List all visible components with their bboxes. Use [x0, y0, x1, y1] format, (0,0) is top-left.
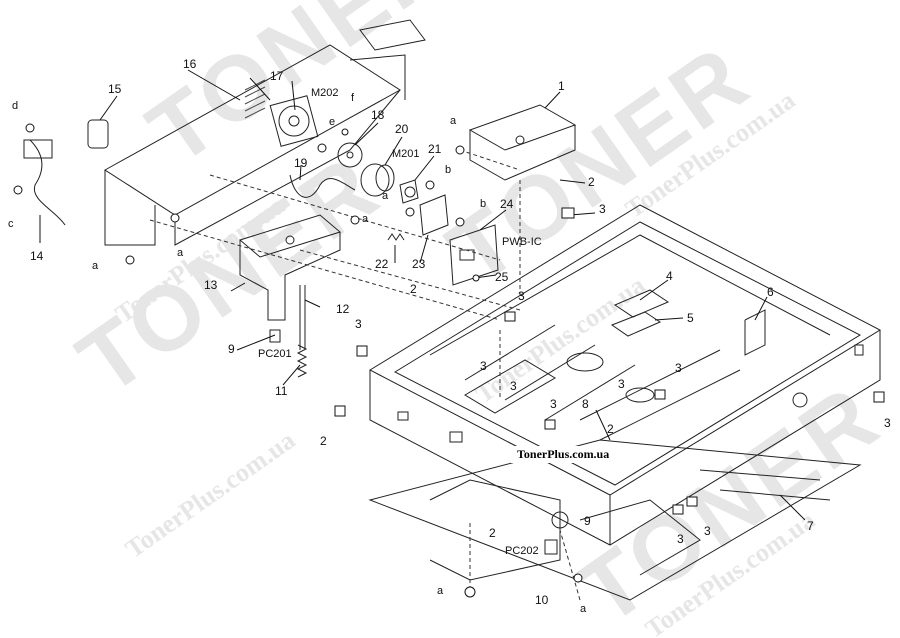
- callout-a3: a: [382, 190, 389, 202]
- callout-7: 7: [807, 519, 814, 533]
- callout-14: 14: [30, 249, 44, 263]
- callout-17: 17: [270, 69, 284, 83]
- callout-9: 9: [228, 342, 235, 356]
- callout-3g: 3: [618, 377, 625, 391]
- callout-a: a: [450, 115, 457, 127]
- callout-10: 10: [535, 593, 549, 607]
- callout-3: 3: [599, 202, 606, 216]
- callout-9b: 9: [584, 514, 591, 528]
- main-frame: [370, 205, 880, 495]
- callout-e: e: [329, 116, 336, 128]
- callout-c: c: [8, 218, 14, 230]
- callout-3e: 3: [510, 379, 517, 393]
- callout-3i: 3: [884, 416, 891, 430]
- label-m202: M202: [311, 87, 339, 99]
- label-pc202: PC202: [505, 545, 539, 557]
- gear-18: [338, 143, 362, 167]
- bottom-plate: [370, 440, 860, 600]
- sensor-pc202: [545, 540, 557, 554]
- fan-duct-16: [105, 45, 400, 215]
- callout-a2: a: [362, 213, 369, 225]
- callout-25: 25: [495, 270, 509, 284]
- label-pwb-ic: PWB-IC: [502, 236, 542, 248]
- callout-2c: 2: [320, 434, 327, 448]
- callout-19: 19: [294, 156, 308, 170]
- callout-2b: 2: [410, 282, 417, 296]
- callout-b: b: [445, 164, 452, 176]
- callout-3c: 3: [355, 317, 362, 331]
- callout-3d: 3: [480, 359, 487, 373]
- callout-13: 13: [204, 278, 218, 292]
- callout-a5: a: [92, 260, 99, 272]
- callout-2d: 2: [607, 422, 614, 436]
- sensor-pc201: [270, 330, 280, 342]
- callout-d: d: [12, 100, 19, 112]
- callout-21: 21: [428, 142, 442, 156]
- label-m201: M201: [392, 148, 420, 160]
- fan-17: [270, 96, 318, 146]
- callout-4: 4: [666, 269, 673, 283]
- callout-15: 15: [108, 82, 122, 96]
- callout-3j: 3: [677, 532, 684, 546]
- callout-20: 20: [395, 122, 409, 136]
- callout-11: 11: [275, 384, 288, 398]
- callout-2e: 2: [489, 526, 496, 540]
- callout-3k: 3: [704, 524, 711, 538]
- callout-3f: 3: [550, 397, 557, 411]
- callout-22: 22: [375, 257, 389, 271]
- callout-f: f: [351, 92, 355, 104]
- callout-23: 23: [412, 257, 426, 271]
- site-label: TonerPlus.com.ua: [511, 446, 616, 463]
- callout-24: 24: [500, 197, 514, 211]
- callout-6: 6: [767, 285, 774, 299]
- callout-3b: 3: [518, 289, 525, 303]
- frame-grid-plate: [465, 360, 555, 413]
- callout-5: 5: [687, 311, 694, 325]
- callout-2: 2: [588, 175, 595, 189]
- callout-8: 8: [582, 397, 589, 411]
- label-pc201: PC201: [258, 348, 292, 360]
- callout-3h: 3: [675, 361, 682, 375]
- callout-a7: a: [580, 603, 587, 615]
- motor-m201: [361, 164, 389, 196]
- callout-18: 18: [371, 108, 385, 122]
- callout-1: 1: [558, 79, 565, 93]
- callout-b2: b: [480, 198, 487, 210]
- callout-a4: a: [177, 247, 184, 259]
- callout-a6: a: [437, 585, 444, 597]
- callout-16: 16: [183, 57, 197, 71]
- callout-12: 12: [336, 302, 350, 316]
